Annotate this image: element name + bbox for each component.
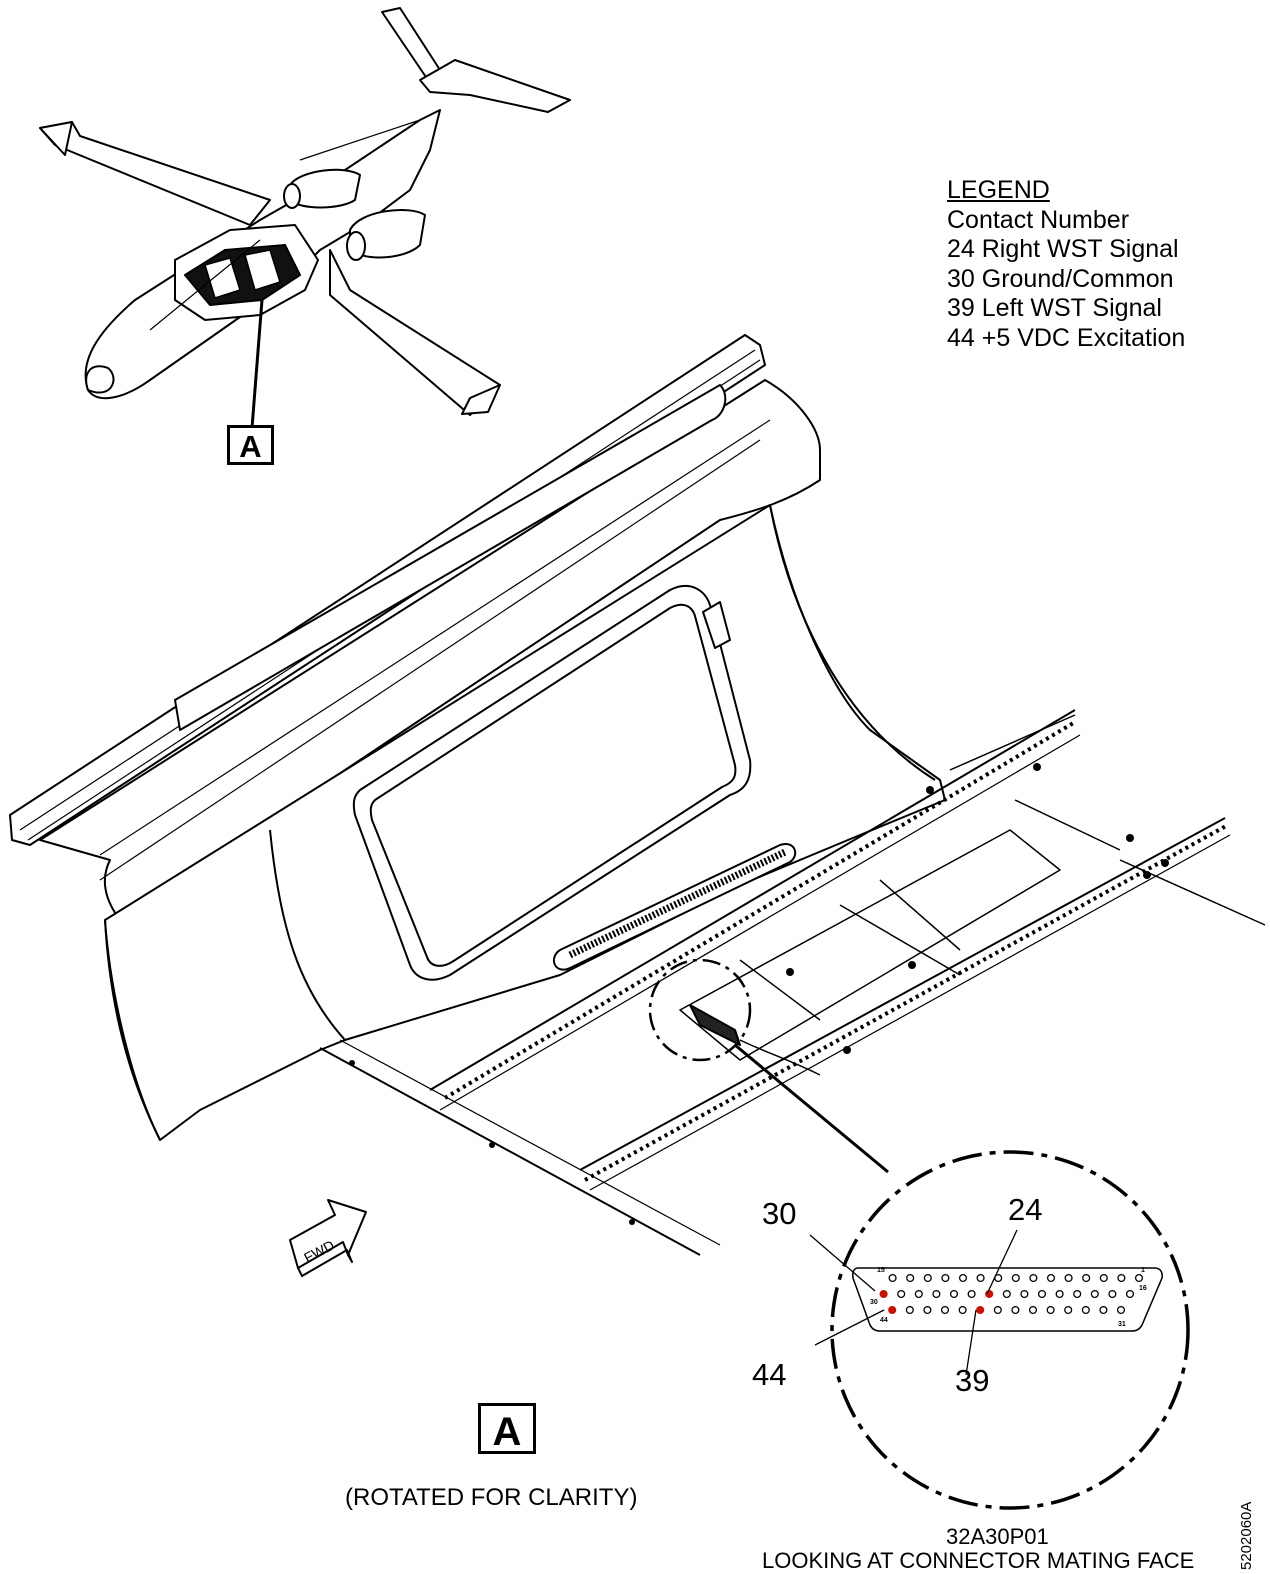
connector-pin xyxy=(1020,1289,1029,1299)
connector-pin xyxy=(914,1289,923,1299)
connector-pin xyxy=(923,1305,932,1315)
connector-id: 32A30P01 xyxy=(946,1524,1049,1549)
connector-pin xyxy=(1082,1273,1091,1283)
connector-pin xyxy=(897,1289,906,1299)
connector-pin xyxy=(888,1305,897,1315)
connector-pin xyxy=(1029,1273,1038,1283)
aircraft-locator-view xyxy=(39,7,571,429)
connector-pin xyxy=(1002,1289,1011,1299)
connector-pin xyxy=(923,1273,932,1283)
rotated-note: (ROTATED FOR CLARITY) xyxy=(345,1484,638,1511)
connector-pin xyxy=(1064,1273,1073,1283)
pin-number-label: 1 xyxy=(1141,1267,1145,1274)
connector-pin xyxy=(1134,1273,1144,1283)
legend-title: LEGEND xyxy=(947,176,1050,204)
locator-label-a: A xyxy=(227,425,274,465)
legend-item: 24 Right WST Signal xyxy=(947,235,1179,263)
legend-item: 39 Left WST Signal xyxy=(947,294,1162,322)
connector-pin xyxy=(1108,1289,1117,1299)
connector-pin xyxy=(1073,1289,1082,1299)
connector-pin xyxy=(1099,1305,1108,1315)
legend-item: 44 +5 VDC Excitation xyxy=(947,323,1186,352)
connector-pin xyxy=(932,1289,941,1299)
connector-note: LOOKING AT CONNECTOR MATING FACE xyxy=(762,1548,1195,1573)
connector-pin xyxy=(1011,1305,1020,1315)
connector-pin xyxy=(888,1273,897,1283)
pin-number-label: 16 xyxy=(1139,1285,1147,1292)
connector-pin xyxy=(949,1289,959,1299)
connector-pin xyxy=(1117,1273,1126,1283)
connector-pin xyxy=(1125,1289,1135,1299)
connector-pin xyxy=(976,1273,985,1283)
callout-30: 30 xyxy=(762,1196,797,1231)
pin-number-label: 44 xyxy=(880,1317,888,1324)
legend-heading: Contact Number xyxy=(947,205,1130,234)
connector-pin xyxy=(940,1305,950,1315)
connector-pin xyxy=(958,1305,967,1315)
fwd-arrow: FWD xyxy=(289,1199,367,1277)
connector-pin xyxy=(1064,1305,1073,1315)
callout-39: 39 xyxy=(955,1363,990,1398)
connector-pin xyxy=(958,1273,968,1283)
connector-pins: 15 1 16 30 44 31 xyxy=(870,1267,1147,1328)
connector-pin xyxy=(1116,1305,1126,1315)
connector-detail: 15 1 16 30 44 31 xyxy=(809,1150,1190,1510)
callout-24: 24 xyxy=(1008,1192,1043,1227)
legend: LEGEND Contact Number 24 Right WST Signa… xyxy=(947,176,1185,353)
pin-number-label: 30 xyxy=(870,1299,878,1306)
connector-pin xyxy=(993,1305,1002,1315)
connector-pin xyxy=(1028,1305,1038,1315)
callout-44: 44 xyxy=(752,1357,787,1392)
pin-number-label: 31 xyxy=(1118,1321,1126,1328)
cockpit-sidewall-view xyxy=(9,334,1266,1256)
connector-pin xyxy=(1046,1273,1056,1283)
connector-pin xyxy=(985,1289,994,1299)
figure-id: 5202060A xyxy=(1238,1501,1255,1570)
connector-pin xyxy=(1011,1273,1020,1283)
connector-pin xyxy=(1099,1273,1108,1283)
connector-pin xyxy=(1037,1289,1047,1299)
connector-pin xyxy=(879,1289,888,1299)
connector-pin xyxy=(1046,1305,1055,1315)
connector-pin xyxy=(1055,1289,1064,1299)
detail-label-a: A xyxy=(478,1403,536,1454)
connector-pin xyxy=(1081,1305,1090,1315)
connector-pin xyxy=(976,1305,985,1315)
connector-pin xyxy=(941,1273,950,1283)
connector-pin xyxy=(905,1305,914,1315)
connector-pin xyxy=(967,1289,976,1299)
pin-number-label: 15 xyxy=(877,1267,885,1274)
legend-item: 30 Ground/Common xyxy=(947,264,1174,293)
connector-pin xyxy=(1090,1289,1099,1299)
connector-pin xyxy=(906,1273,915,1283)
